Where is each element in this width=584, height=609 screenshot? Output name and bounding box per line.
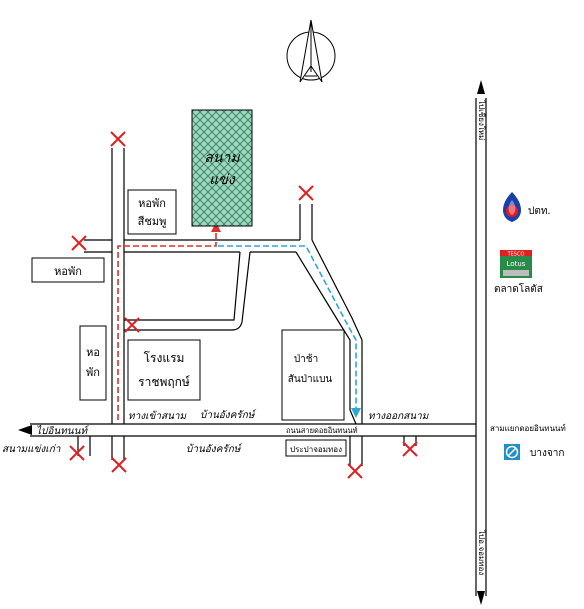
old-stadium-label: สนามแข่งเก่า: [2, 444, 61, 455]
svg-text:Lotus: Lotus: [507, 260, 526, 268]
forest-label-1: ป่าช้า: [294, 353, 318, 365]
to-chiangmai-label: ไปเชียงใหม่: [477, 99, 486, 140]
svg-text:TESCO: TESCO: [507, 252, 525, 258]
forest-label-2: สันป่าแบน: [288, 374, 333, 385]
lotus-label: ตลาดโลตัส: [494, 282, 543, 295]
entry-route: [117, 232, 217, 420]
entry-arrow-icon: [211, 222, 221, 232]
bangchak-label: บางจาก: [530, 448, 564, 459]
hotel-label-2: ราชพฤกษ์: [138, 375, 190, 389]
ptt-logo-icon: [503, 192, 521, 222]
forest-block: [281, 329, 345, 421]
ptt-label: ปตท.: [528, 206, 551, 217]
stadium-entry-label: ทางเข้าสนาม: [128, 410, 188, 422]
dorm-vertical-block: [79, 325, 107, 401]
village-label-1: บ้านอังครักษ์: [200, 409, 257, 421]
stadium-label-2: แข่ง: [209, 172, 236, 188]
waterworks-label: ประปาจอมทอง: [290, 445, 342, 454]
highway-north-south: [475, 80, 487, 605]
road-inthanon: [18, 423, 476, 437]
exit-arrow-icon: [351, 408, 361, 418]
dorm-left-label: หอพัก: [54, 265, 82, 278]
dorm-left-block: [31, 257, 105, 283]
hotel-label-1: โรงแรม: [144, 351, 185, 365]
stadium-label-1: สนาม: [204, 150, 240, 166]
road-south-stubs: [77, 436, 417, 466]
bangchak-logo-icon: [504, 444, 520, 460]
road-upper: [84, 204, 363, 425]
road-left-vertical: [111, 148, 125, 424]
road-doi-label: ถนนสายดอยอินทนนท์: [286, 426, 358, 435]
dorm-pink-label-1: หอพัก: [138, 197, 166, 210]
waterworks-block: [285, 439, 347, 457]
to-inthanon-label: ไปอินทนนท์: [36, 425, 89, 437]
to-jomthong-label: ไปอ.จอมทอง: [477, 529, 486, 575]
junction-label: สามแยกดอยอินทนนท์: [490, 423, 566, 433]
lotus-logo-icon: TESCO Lotus: [500, 250, 532, 278]
dorm-pink-block: [127, 189, 177, 235]
road-loop: [124, 251, 251, 331]
stadium-exit-label: ทางออกสนาม: [368, 411, 430, 422]
stadium-block: [191, 109, 253, 227]
village-label-2: บ้านอังครักษ์: [186, 443, 243, 455]
hotel-block: [127, 339, 201, 401]
dorm-vertical-label-2: พัก: [86, 366, 100, 379]
exit-route: [218, 245, 357, 410]
dorm-vertical-label-1: หอ: [86, 346, 100, 359]
north-arrow-icon: [286, 19, 336, 83]
roadblock-x-icon: [69, 131, 418, 479]
dorm-pink-label-2: สีชมพู: [137, 215, 166, 228]
